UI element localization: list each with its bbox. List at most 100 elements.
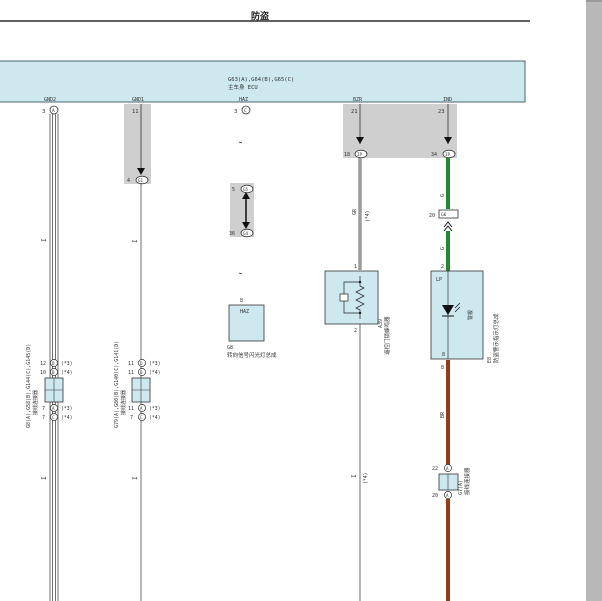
junction-mid-label-line1: G79(A),G80(B),G140(C),G141(D) [114, 341, 120, 428]
bzr-ind-shield-zone [343, 104, 457, 158]
gnd1-inner-num: 4 [127, 178, 130, 184]
junction-left-pin3-conn: A [52, 406, 55, 411]
scrollbar-thumb[interactable] [586, 0, 602, 2]
bzr-wire-option: (*4) [365, 210, 371, 222]
junction-mid-pin3-conn: A [140, 406, 143, 411]
junction-left-pin3-num: 7 [42, 406, 45, 412]
haz-inner-bot-terminal [240, 228, 254, 238]
gnd2-wire-mark-2: I [41, 476, 48, 480]
gnd1-wire-mark-1: I [132, 239, 139, 243]
haz-box-pin: 8 [240, 298, 243, 304]
indicator-desc: 防盗警示指示灯总成 [492, 313, 500, 363]
indicator-lamp-label: 警报 [467, 310, 474, 320]
pin-name-gnd2: GND2 [44, 97, 56, 103]
bzr-inner-conn: IP [357, 152, 363, 157]
bzr-pin-num: 21 [351, 109, 358, 115]
junction-mid-pin4-num: 7 [130, 415, 133, 421]
bzr-inner-terminal [354, 149, 368, 159]
junction-left-pin1-note: (*3) [61, 361, 73, 367]
buzzer-pin1: 1 [354, 264, 357, 270]
ind-wire-color-lower: G [440, 247, 446, 250]
junction-mid-pin2-note: (*4) [149, 370, 161, 376]
haz-box-desc: 转向信号闪光灯总成 [227, 351, 277, 359]
bzr-wire-color: GR [352, 208, 358, 215]
junction-mid-pin2-conn: B [140, 370, 143, 375]
g6-chevron-1 [443, 221, 453, 228]
junction-left-pin4-note: (*4) [61, 415, 73, 421]
ind-wire-color-brown: BR [440, 411, 446, 418]
vertical-scrollbar[interactable] [586, 0, 602, 601]
junction-left-label-line1: G8(A),G58(B),G144(C),G145(D) [26, 344, 32, 428]
haz-box-label: HAZ [240, 309, 249, 315]
gnd1-shield-zone [124, 104, 151, 184]
junction-left-pin2 [50, 368, 58, 376]
ecu-label-line2: 主车身 ECU [228, 83, 258, 91]
bottom-conn-box [438, 473, 459, 491]
haz-box-id: G8 [227, 345, 233, 351]
ind-arrow [444, 137, 452, 144]
haz-terminal-conn: C [244, 108, 247, 114]
junction-left-pin3-note: (*3) [61, 406, 73, 412]
junction-mid-pin2-num: 11 [128, 370, 134, 376]
ind-inner-terminal [442, 149, 456, 159]
gnd2-pin-num: 3 [42, 109, 45, 115]
junction-mid-pin1-conn: D [140, 361, 143, 366]
gnd1-arrow [137, 168, 145, 175]
indicator-id: E8 [487, 357, 493, 363]
junction-left-label-line2: 接线连接器 [32, 390, 39, 415]
g6-pin-num: 20 [429, 213, 435, 219]
junction-mid-pin1 [138, 359, 146, 367]
bzr-inner-num: 18 [344, 152, 350, 158]
led-icon [442, 302, 461, 317]
ind-pin-num: 23 [438, 109, 445, 115]
gnd2-shielded-wire [49, 114, 59, 601]
junction-left-pin2-note: (*4) [61, 370, 73, 376]
junction-left-pin2-conn: B [52, 370, 55, 375]
junction-mid-pin1-note: (*3) [149, 361, 161, 367]
pin-name-bzr: BZR [353, 97, 363, 103]
bottom-conn-pin-top [444, 464, 452, 472]
buzzer-symbol [339, 276, 365, 319]
junction-mid-label-line2: 接线连接器 [120, 390, 127, 415]
haz-inner-top-num: 5 [232, 187, 235, 193]
bottom-conn-pin-bot [444, 491, 452, 499]
ecu-box [0, 60, 526, 103]
ind-inner-conn: IP [445, 152, 451, 157]
junction-left-pin2-num: 10 [40, 370, 46, 376]
gnd2-terminal [49, 105, 59, 115]
buzzer-box [324, 270, 379, 325]
haz-pin-num: 3 [234, 109, 237, 115]
junction-mid-pin3 [138, 404, 146, 412]
page-title: 防盗 [250, 12, 269, 22]
junction-left-pin3 [50, 404, 58, 412]
bzr-lower-option: (*4) [363, 472, 369, 484]
junction-mid-pin1-num: 11 [128, 361, 134, 367]
bottom-conn-pin-bot-conn: A [446, 493, 449, 498]
haz-inner-bot-num: 36 [229, 231, 235, 237]
ind-lower-pin-num: 8 [441, 365, 444, 371]
haz-inner-top-conn: G5 [243, 187, 249, 192]
bottom-conn-pin-top-conn: A [446, 466, 449, 471]
bottom-conn-id: G7(A) [458, 480, 464, 495]
gnd2-terminal-conn: A [52, 108, 55, 114]
buzzer-id: A39 [378, 319, 384, 328]
haz-break-mark-2 [238, 272, 243, 275]
pin-name-ind: IND [443, 97, 452, 103]
junction-left-pin1-conn: D [52, 361, 55, 366]
ind-inner-num: 34 [431, 152, 437, 158]
gnd1-inner-terminal [135, 175, 149, 185]
junction-mid-pin4 [138, 413, 146, 421]
g6-chevron-2 [443, 225, 453, 232]
haz-terminal [241, 105, 251, 115]
g6-connector [438, 209, 459, 219]
ecu-label-line1: G63(A),G64(B),G65(C) [228, 77, 294, 83]
junction-mid-pin3-num: 11 [128, 406, 134, 412]
gnd1-wire-mark-2: I [132, 476, 139, 480]
bottom-conn-pin-bot-num: 20 [432, 493, 438, 499]
junction-mid-pin3-note: (*3) [149, 406, 161, 412]
junction-left-pin4-num: 7 [42, 415, 45, 421]
haz-inner-top-terminal [240, 184, 254, 194]
junction-left-pin1 [50, 359, 58, 367]
haz-break-mark-1 [238, 141, 243, 144]
bzr-arrow [356, 137, 364, 144]
